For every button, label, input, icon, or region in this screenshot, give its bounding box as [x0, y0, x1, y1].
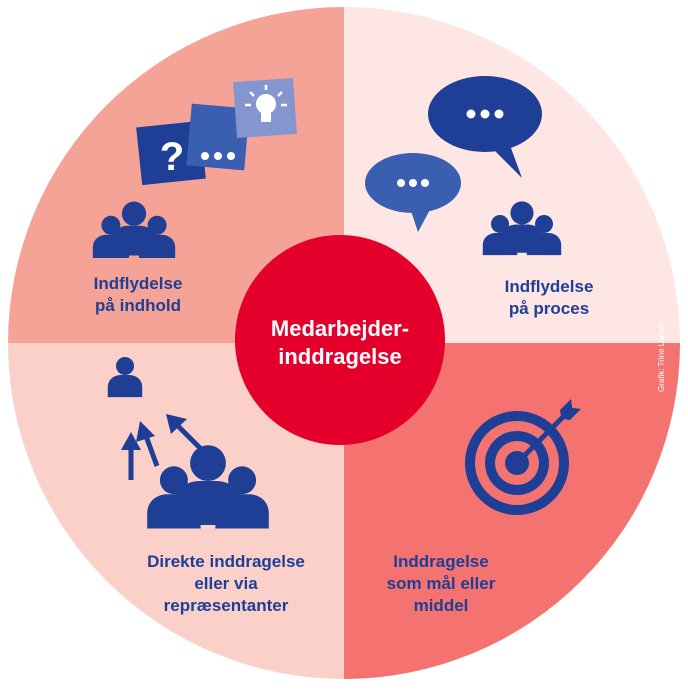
label-bottom-right-line1: Inddragelse: [393, 552, 488, 571]
label-bottom-left-line2: eller via: [194, 574, 258, 593]
label-top-right: Indflydelse på proces: [505, 277, 594, 318]
lightbulb-card-icon: [233, 77, 297, 139]
label-top-right-line1: Indflydelse: [505, 277, 594, 296]
ellipsis-card-icon: [186, 103, 250, 171]
center-title-line1: Medarbejder-: [271, 316, 409, 341]
speech-bubble-small-icon: [365, 153, 461, 232]
center-circle: [235, 235, 445, 445]
label-bottom-right: Inddragelse som mål eller middel: [387, 552, 496, 615]
question-card-icon: ?: [136, 120, 206, 186]
label-bottom-left-line1: Direkte inddragelse: [147, 552, 305, 571]
svg-text:?: ?: [160, 135, 184, 179]
arrows-up-icon: [121, 414, 202, 480]
label-top-left: Indflydelse på indhold: [94, 274, 183, 315]
label-bottom-left: Direkte inddragelse eller via repræsenta…: [147, 552, 305, 615]
label-top-left-line2: på indhold: [95, 296, 181, 315]
speech-bubble-large-icon: [428, 76, 542, 178]
arrow-in-target-icon: [515, 399, 581, 465]
label-bottom-left-line3: repræsentanter: [164, 596, 289, 615]
label-bottom-right-line3: middel: [414, 596, 469, 615]
credit-text: Grafik: Trine Larsen: [657, 322, 666, 392]
center-title-line2: inddragelse: [278, 344, 401, 369]
label-top-right-line2: på proces: [509, 299, 589, 318]
label-bottom-right-line2: som mål eller: [387, 574, 496, 593]
label-top-left-line1: Indflydelse: [94, 274, 183, 293]
